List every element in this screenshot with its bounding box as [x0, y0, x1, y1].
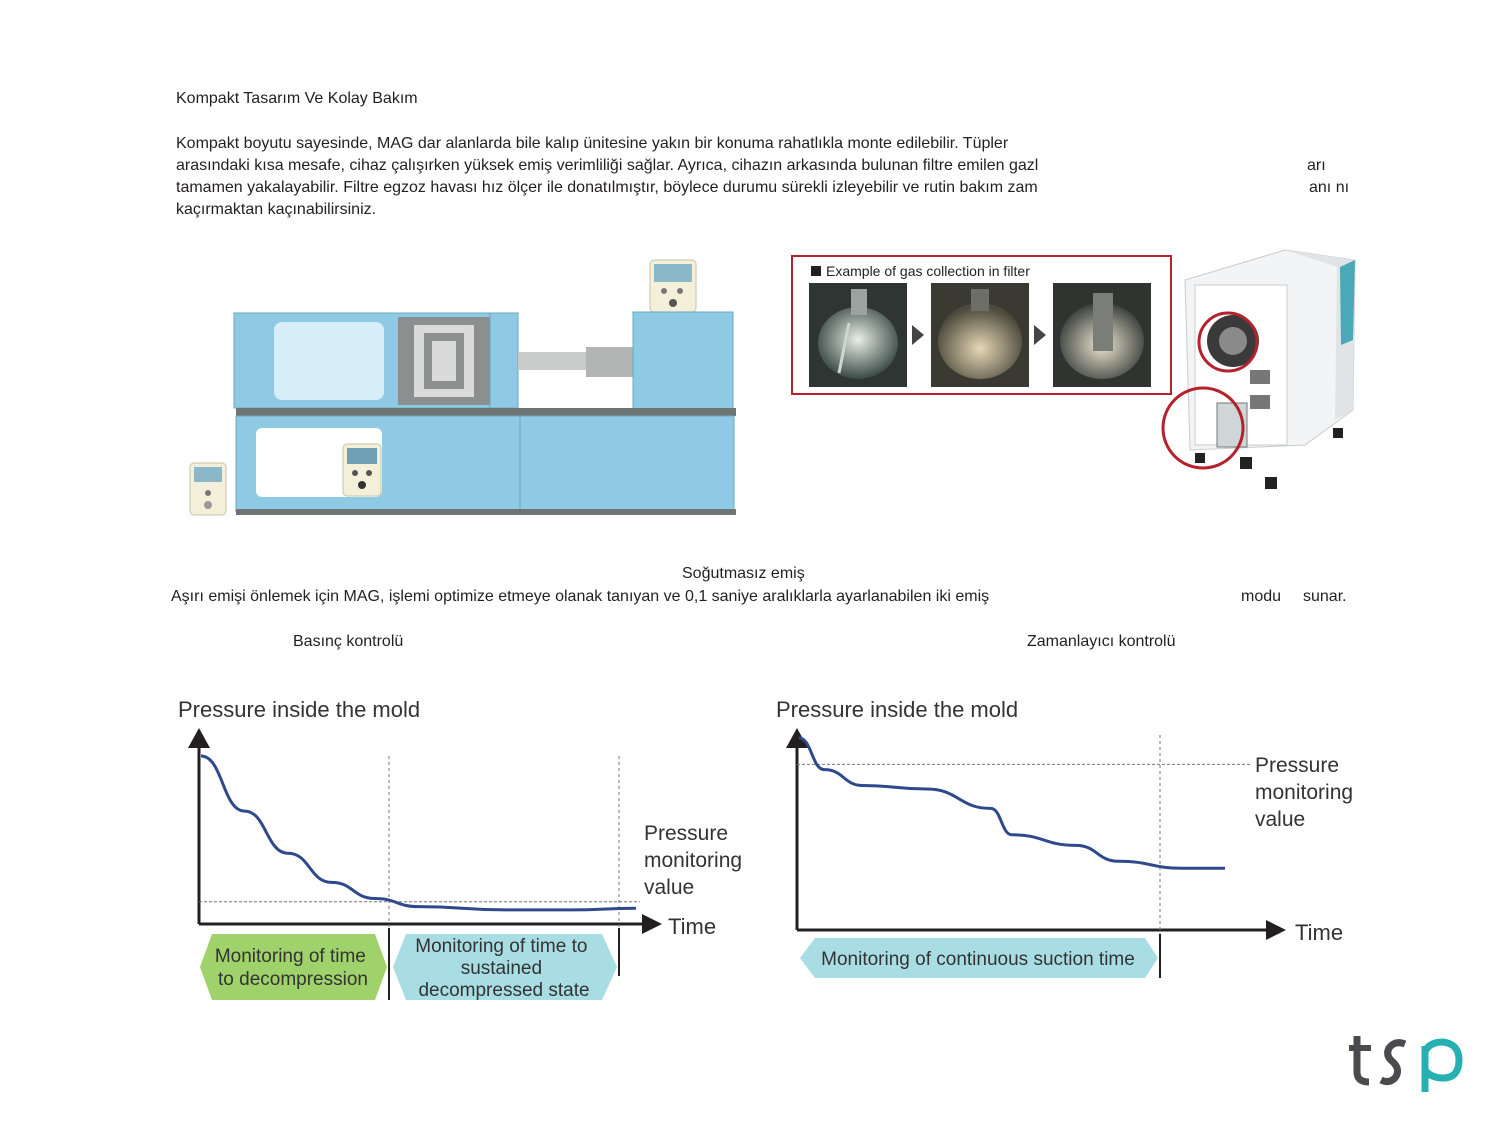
section-title-compact-design: Kompakt Tasarım Ve Kolay Bakım [176, 90, 418, 107]
section2-paragraph-tail-1: modu [1241, 588, 1282, 605]
caption-timer-control: Zamanlayıcı kontrolü [1027, 633, 1176, 650]
controller-unit-top [649, 259, 697, 313]
pressure-curve [798, 736, 1225, 870]
square-bullet-icon [811, 266, 821, 276]
y-axis-arrow-icon [188, 728, 210, 748]
threshold-label-line-3: value [1255, 808, 1305, 831]
paragraph-line-3: tamamen yakalayabilir. Filtre egzoz hava… [176, 179, 1038, 196]
phase2-line-3: decompressed state [418, 980, 589, 1001]
section2-paragraph: Aşırı emişi önlemek için MAG, işlemi opt… [171, 588, 990, 605]
controller-unit-base [342, 443, 382, 497]
threshold-label-line-2: monitoring [644, 849, 742, 872]
phase2-line-2: sustained [461, 958, 542, 979]
injection-machine-illustration [189, 259, 736, 516]
x-axis-label: Time [668, 914, 716, 939]
filter-photo-partial [931, 283, 1029, 387]
phase-box-sustained [393, 934, 617, 1000]
arrow-right-icon [1034, 325, 1046, 345]
filter-example-title: Example of gas collection in filter [826, 263, 1030, 279]
paragraph-line-4: kaçırmaktan kaçınabilirsiniz. [176, 201, 377, 218]
filter-photo-clean [809, 283, 907, 387]
controller-unit-floor [189, 462, 227, 516]
arrow-right-icon [912, 325, 924, 345]
x-axis-arrow-icon [1266, 920, 1286, 940]
phase2-line-1: Monitoring of time to [415, 936, 587, 957]
chart-title: Pressure inside the mold [776, 697, 1018, 722]
logo-text: tsp [1345, 1030, 1347, 1031]
mag-device-illustration [1161, 249, 1356, 489]
filter-photo-sequence [809, 283, 1151, 387]
caption-pressure-control: Basınç kontrolü [293, 633, 404, 650]
paragraph-line-2-tail: arı [1307, 157, 1326, 174]
phase1-line-1: Monitoring of time [215, 946, 366, 967]
threshold-label-line-1: Pressure [644, 822, 728, 845]
tsp-logo: tsp [1345, 1030, 1463, 1092]
svg-text:Monitoring of time to deco: Monitoring of time to decompression [215, 946, 371, 990]
phase1-line-2: to decompression [218, 969, 368, 990]
pressure-curve [200, 754, 637, 912]
svg-text:Monitoring of time to sust: Monitoring of time to sustained decompre… [415, 936, 592, 1001]
paragraph-line-3-tail: anı nı [1309, 179, 1350, 196]
filter-example-box: Example of gas collection in filter [791, 255, 1172, 395]
chart-title: Pressure inside the mold [178, 697, 420, 722]
paragraph-line-1: Kompakt boyutu sayesinde, MAG dar alanla… [176, 135, 1009, 152]
phase-box-continuous [800, 938, 1158, 978]
filter-photo-full [1053, 283, 1151, 387]
paragraph-line-2: arasındaki kısa mesafe, cihaz çalışırken… [176, 157, 1039, 174]
timer-control-chart: Pressure inside the mold Time Pressure m… [776, 697, 1359, 978]
svg-text:Pressure monitoring va: Pressure monitoring value [1255, 754, 1359, 831]
section2-paragraph-tail-2: sunar. [1303, 588, 1347, 605]
section-title-cooling-free-suction: Soğutmasız emiş [682, 565, 805, 582]
threshold-label-line-3: value [644, 876, 694, 899]
pressure-control-chart: Pressure inside the mold Time Pressure m… [178, 697, 748, 1001]
x-axis-label: Time [1295, 920, 1343, 945]
phase-line-1: Monitoring of continuous suction time [821, 949, 1135, 970]
svg-text:Pressure monitoring va: Pressure monitoring value [644, 822, 748, 899]
y-axis-arrow-icon [786, 728, 808, 748]
threshold-label-line-1: Pressure [1255, 754, 1339, 777]
x-axis-arrow-icon [642, 914, 662, 934]
phase-box-decompression [200, 934, 387, 1000]
threshold-label-line-2: monitoring [1255, 781, 1353, 804]
